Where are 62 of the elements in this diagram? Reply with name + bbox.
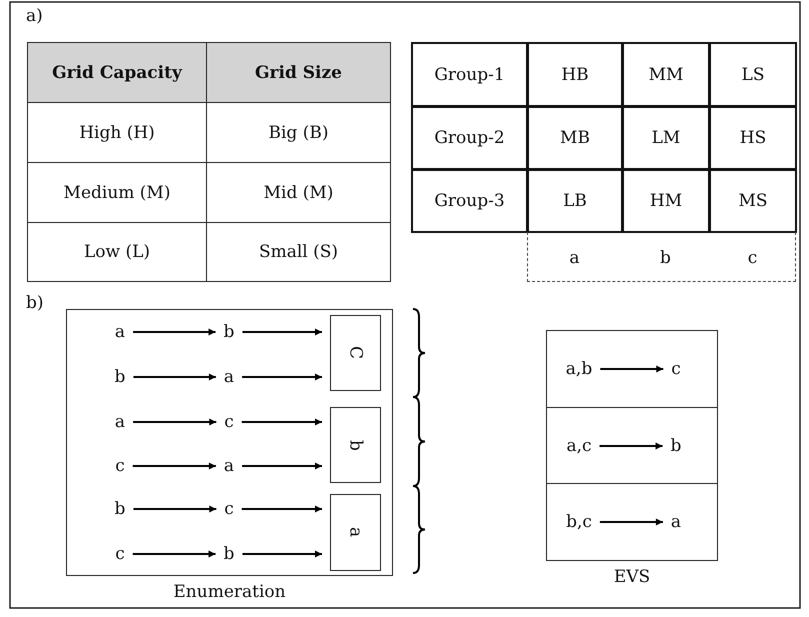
letter-label: b xyxy=(668,436,684,456)
table-cell: MM xyxy=(622,42,710,107)
arrow xyxy=(133,418,216,426)
arrow xyxy=(132,462,216,470)
letter-label: a,c xyxy=(564,436,594,456)
letter-label: c xyxy=(113,544,127,564)
arrow xyxy=(242,462,322,470)
header-cell: Grid Size xyxy=(206,42,391,103)
panel-letter: a) xyxy=(26,6,43,26)
table-cell: MB xyxy=(527,106,623,170)
arrow xyxy=(600,442,663,450)
letter-label: a,b xyxy=(564,359,594,379)
letter-label: c xyxy=(222,499,236,519)
table-cell: Small (S) xyxy=(206,222,391,282)
target-box xyxy=(330,315,381,391)
arrow xyxy=(242,550,322,558)
arrow xyxy=(133,506,216,512)
letter-label: b,c xyxy=(564,512,594,532)
letter-label: b xyxy=(222,544,236,564)
table-cell: LB xyxy=(527,169,623,233)
column-label: a xyxy=(569,248,580,268)
table-cell: LM xyxy=(622,106,710,170)
arrow xyxy=(242,418,322,426)
column-label: c xyxy=(748,248,758,268)
group-caption: EVS xyxy=(614,567,650,587)
arrow xyxy=(133,374,216,380)
panel-letter: b) xyxy=(26,293,44,313)
rotated-label: a xyxy=(346,527,366,538)
letter-label: a xyxy=(222,367,236,387)
letter-label: a xyxy=(112,322,128,342)
arrow xyxy=(600,366,664,372)
rotated-label: b xyxy=(346,440,366,450)
target-box xyxy=(330,407,381,483)
table-cell: MS xyxy=(709,169,797,233)
arrow xyxy=(132,550,216,558)
arrow xyxy=(133,328,216,336)
letter-label: b xyxy=(112,367,128,387)
column-label: b xyxy=(660,248,671,268)
arrow xyxy=(242,506,322,512)
table-cell: Group-2 xyxy=(411,106,528,170)
group-caption: Enumeration xyxy=(173,582,286,602)
table-cell: HS xyxy=(709,106,797,170)
letter-label: c xyxy=(669,359,683,379)
table-cell: Group-3 xyxy=(411,169,528,233)
arrow xyxy=(242,374,322,380)
table-cell: HB xyxy=(527,42,623,107)
arrow xyxy=(242,328,322,336)
rotated-label: C xyxy=(346,346,366,360)
arrow xyxy=(600,518,663,526)
letter-label: a xyxy=(222,456,236,476)
table-cell: LS xyxy=(709,42,797,107)
header-cell: Grid Capacity xyxy=(27,42,207,103)
table-cell: Group-1 xyxy=(411,42,528,107)
letter-label: b xyxy=(222,322,236,342)
letter-label: c xyxy=(113,456,127,476)
letter-label: b xyxy=(112,499,128,519)
letter-label: a xyxy=(112,412,128,432)
target-box xyxy=(330,494,381,571)
table-cell: HM xyxy=(622,169,710,233)
letter-label: a xyxy=(668,512,684,532)
table-cell: Low (L) xyxy=(27,222,207,282)
letter-label: c xyxy=(222,412,236,432)
